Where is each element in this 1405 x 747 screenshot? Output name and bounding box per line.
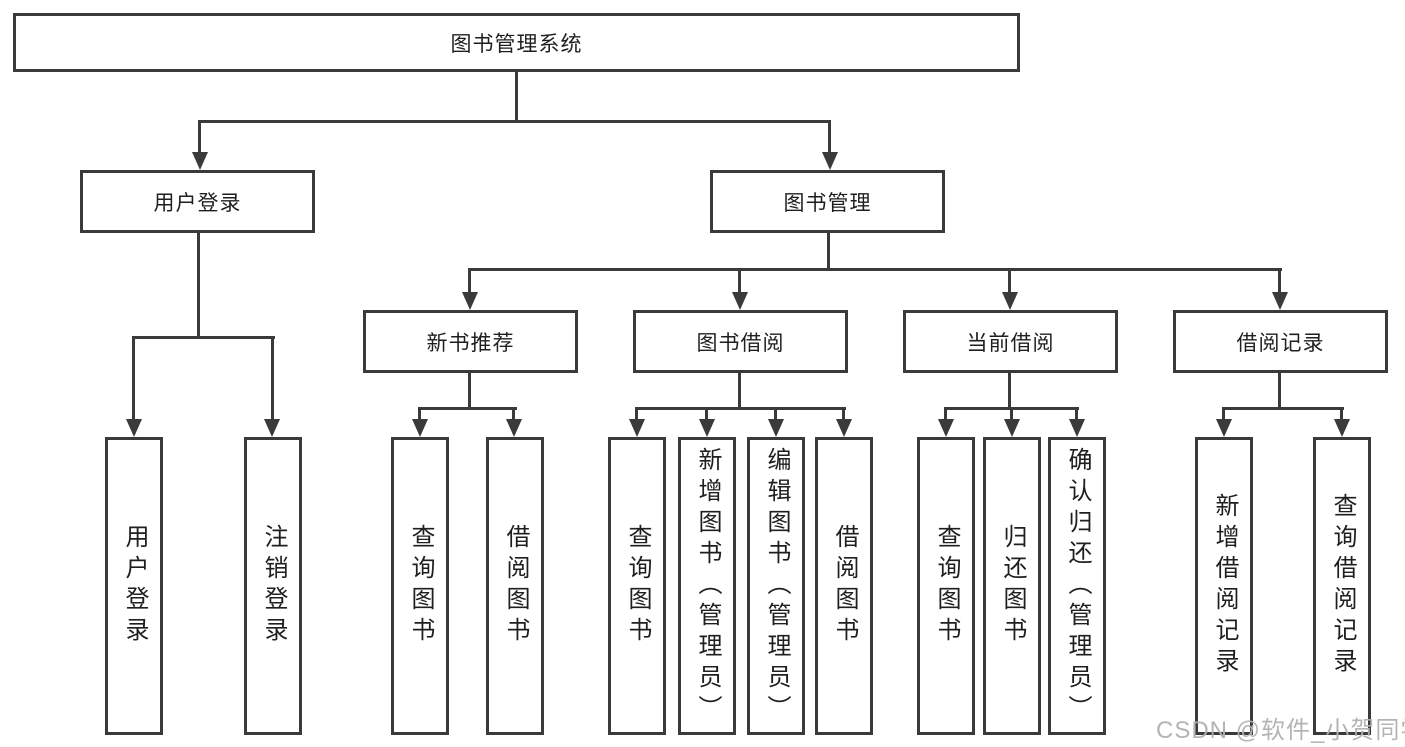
arrow-down-icon bbox=[412, 419, 428, 437]
arrow-down-icon bbox=[768, 419, 784, 437]
connector-line bbox=[828, 123, 831, 152]
node-current-borrowing: 当前借阅 bbox=[903, 310, 1118, 373]
node-new-book-recommend: 新书推荐 bbox=[363, 310, 578, 373]
node-label: 当前借阅 bbox=[966, 331, 1055, 355]
node-label: 查询借阅记录 bbox=[1329, 493, 1356, 679]
arrow-down-icon bbox=[822, 152, 838, 170]
node-book-management: 图书管理 bbox=[710, 170, 945, 233]
node-query-borrow-record: 查询借阅记录 bbox=[1313, 437, 1371, 735]
arrow-down-icon bbox=[1069, 419, 1085, 437]
csdn-watermark: CSDN @软件_小贺同学 bbox=[1156, 717, 1405, 744]
node-label: 图书借阅 bbox=[696, 331, 785, 355]
connector-line bbox=[1340, 410, 1343, 419]
node-return-books: 归还图书 bbox=[983, 437, 1041, 735]
connector-line bbox=[944, 410, 947, 419]
arrow-down-icon bbox=[264, 419, 280, 437]
connector-line bbox=[132, 336, 275, 339]
connector-line bbox=[197, 233, 200, 336]
node-add-books-admin: 新增图书（管理员） bbox=[678, 437, 736, 735]
connector-line bbox=[418, 410, 421, 419]
node-library-management-system: 图书管理系统 bbox=[13, 13, 1020, 72]
node-label: 归还图书 bbox=[999, 524, 1026, 648]
node-query-books: 查询图书 bbox=[391, 437, 449, 735]
node-label: 查询图书 bbox=[407, 524, 434, 648]
connector-line bbox=[774, 410, 777, 419]
node-borrow-books: 借阅图书 bbox=[486, 437, 544, 735]
arrow-down-icon bbox=[732, 292, 748, 310]
node-user-login-leaf: 用户登录 bbox=[105, 437, 163, 735]
arrow-down-icon bbox=[506, 419, 522, 437]
connector-line bbox=[512, 410, 515, 419]
connector-line bbox=[1010, 410, 1013, 419]
connector-line bbox=[738, 271, 741, 292]
node-query-books: 查询图书 bbox=[917, 437, 975, 735]
node-label: 确认归还（管理员） bbox=[1064, 446, 1091, 726]
arrow-down-icon bbox=[699, 419, 715, 437]
connector-line bbox=[705, 410, 708, 419]
node-edit-books-admin: 编辑图书（管理员） bbox=[747, 437, 805, 735]
connector-line bbox=[827, 233, 830, 268]
node-label: 借阅图书 bbox=[831, 524, 858, 648]
connector-line bbox=[515, 72, 518, 120]
arrow-down-icon bbox=[462, 292, 478, 310]
node-label: 借阅记录 bbox=[1236, 331, 1325, 355]
connector-line bbox=[1075, 410, 1078, 419]
connector-line bbox=[1222, 410, 1225, 419]
arrow-down-icon bbox=[1002, 292, 1018, 310]
connector-line bbox=[635, 407, 846, 410]
node-book-borrowing: 图书借阅 bbox=[633, 310, 848, 373]
connector-line bbox=[1008, 271, 1011, 292]
node-label: 用户登录 bbox=[121, 524, 148, 648]
node-user-login: 用户登录 bbox=[80, 170, 315, 233]
connector-line bbox=[1278, 271, 1281, 292]
connector-line bbox=[1278, 373, 1281, 407]
connector-line bbox=[418, 407, 517, 410]
connector-line bbox=[132, 339, 135, 419]
connector-line bbox=[468, 268, 1282, 271]
node-label: 注销登录 bbox=[260, 524, 287, 648]
node-label: 图书管理 bbox=[783, 191, 872, 215]
connector-line bbox=[738, 373, 741, 407]
connector-line bbox=[842, 410, 845, 419]
arrow-down-icon bbox=[192, 152, 208, 170]
connector-line bbox=[1008, 373, 1011, 407]
node-label: 查询图书 bbox=[933, 524, 960, 648]
arrow-down-icon bbox=[1272, 292, 1288, 310]
node-label: 新增借阅记录 bbox=[1211, 493, 1238, 679]
arrow-down-icon bbox=[1004, 419, 1020, 437]
arrow-down-icon bbox=[836, 419, 852, 437]
connector-line bbox=[271, 339, 274, 419]
connector-line bbox=[468, 373, 471, 407]
connector-line bbox=[944, 407, 1079, 410]
connector-line bbox=[198, 123, 201, 152]
connector-line bbox=[468, 271, 471, 292]
node-logout: 注销登录 bbox=[244, 437, 302, 735]
node-add-borrow-record: 新增借阅记录 bbox=[1195, 437, 1253, 735]
arrow-down-icon bbox=[126, 419, 142, 437]
connector-line bbox=[635, 410, 638, 419]
node-label: 新增图书（管理员） bbox=[694, 446, 721, 726]
node-borrowing-records: 借阅记录 bbox=[1173, 310, 1388, 373]
arrow-down-icon bbox=[1334, 419, 1350, 437]
node-label: 查询图书 bbox=[624, 524, 651, 648]
arrow-down-icon bbox=[938, 419, 954, 437]
arrow-down-icon bbox=[629, 419, 645, 437]
node-label: 借阅图书 bbox=[502, 524, 529, 648]
node-query-books: 查询图书 bbox=[608, 437, 666, 735]
connector-line bbox=[198, 120, 831, 123]
connector-line bbox=[1222, 407, 1344, 410]
node-confirm-return-admin: 确认归还（管理员） bbox=[1048, 437, 1106, 735]
node-label: 图书管理系统 bbox=[450, 32, 583, 56]
node-borrow-books: 借阅图书 bbox=[815, 437, 873, 735]
arrow-down-icon bbox=[1216, 419, 1232, 437]
node-label: 编辑图书（管理员） bbox=[763, 446, 790, 726]
node-label: 新书推荐 bbox=[426, 331, 515, 355]
node-label: 用户登录 bbox=[153, 191, 242, 215]
